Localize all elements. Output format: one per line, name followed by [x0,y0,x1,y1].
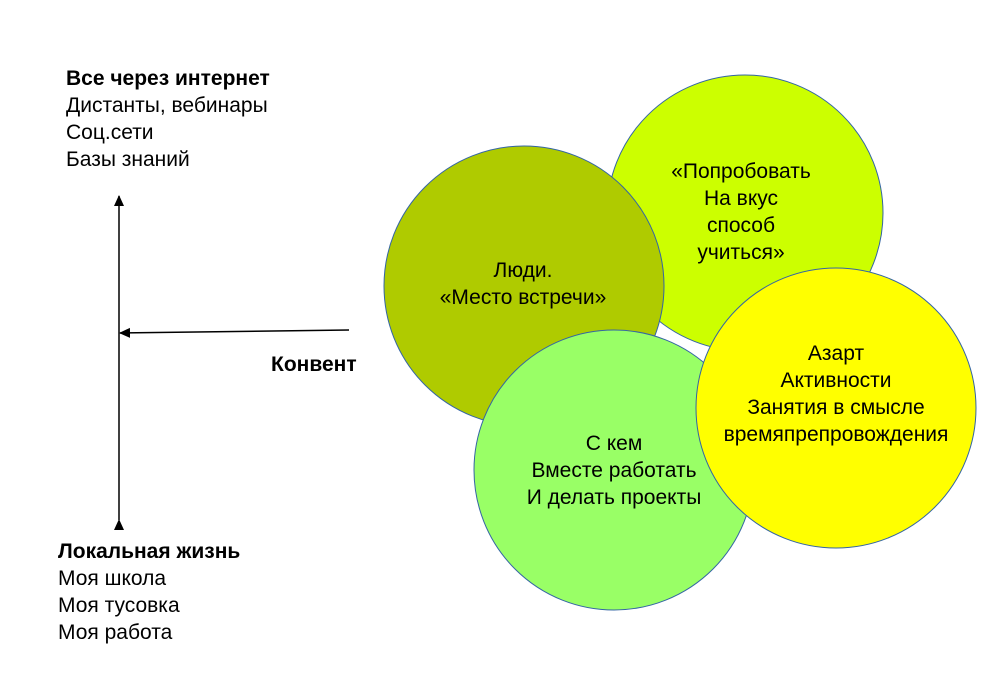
circle-who-line: С кем [585,432,643,455]
circle-people-line: «Место встречи» [439,286,607,309]
online-life-block: Все через интернет Дистанты, вебинары Со… [66,65,270,173]
circle-try-text: «Попробовать На вкус способ учиться» [671,158,811,266]
circle-excite-line: времяпрепровождения [723,423,949,446]
circle-try-line: «Попробовать [671,160,811,183]
circle-who-line: Вместе работать [531,459,697,482]
local-life-heading: Локальная жизнь [58,540,241,563]
online-life-item: Дистанты, вебинары [66,94,268,117]
circle-try-line: На вкус [703,187,779,210]
circle-people-text: Люди. «Место встречи» [440,257,607,311]
circle-excite-line: Активности [780,369,892,392]
online-life-item: Соц.сети [66,121,154,144]
local-life-item: Моя тусовка [58,594,180,617]
convent-arrow [119,327,350,338]
circle-excite-text: Азарт Активности Занятия в смысле времяп… [724,340,949,448]
circle-who-text: С кем Вместе работать И делать проекты [527,430,702,511]
local-life-block: Локальная жизнь Моя школа Моя тусовка Мо… [58,538,240,646]
circle-excite-line: Азарт [807,342,865,365]
circle-try-line: способ [707,214,775,237]
convent-label: Конвент [271,353,357,376]
circle-excite [695,267,977,549]
circle-try-line: учиться» [697,241,785,264]
circle-people-line: Люди. [493,259,553,282]
local-life-item: Моя школа [58,567,167,590]
online-life-item: Базы знаний [66,148,190,171]
local-life-item: Моя работа [58,621,173,644]
circle-who-line: И делать проекты [526,486,702,509]
online-life-heading: Все через интернет [66,67,270,90]
circle-excite-line: Занятия в смысле [747,396,925,419]
